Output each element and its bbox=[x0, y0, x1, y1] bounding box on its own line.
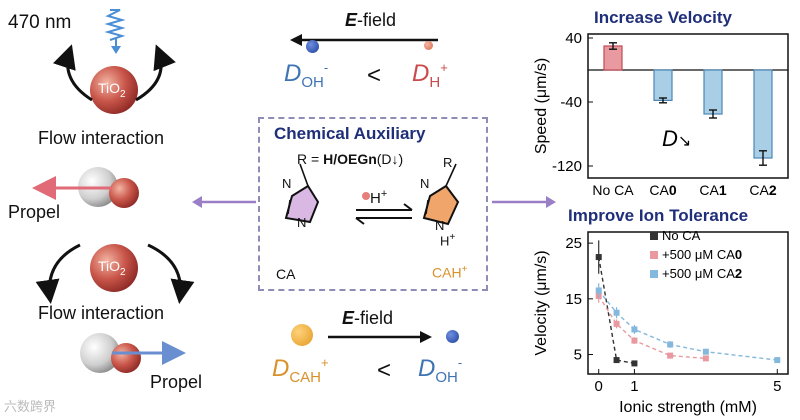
legend-label: +500 μM CA2 bbox=[662, 266, 742, 281]
tio2-sphere-bottom bbox=[90, 244, 138, 292]
data-point bbox=[631, 337, 638, 344]
flow-arrow-bottom-left bbox=[35, 243, 81, 304]
d-cah-label-bottom: DCAH+ bbox=[272, 355, 329, 386]
y-tick-label: -40 bbox=[560, 94, 582, 111]
velocity-annotation: D↘ bbox=[662, 126, 691, 151]
data-point bbox=[702, 355, 709, 362]
d-oh-label-bottom: DOH- bbox=[418, 355, 463, 386]
efield-label-bottom: E-field bbox=[342, 308, 394, 328]
legend-swatch bbox=[650, 270, 658, 278]
nh-plus-label: H+ bbox=[440, 232, 456, 249]
x-tick-label: 1 bbox=[630, 378, 638, 395]
y-tick-label: -120 bbox=[552, 158, 582, 175]
ca-label: CA bbox=[276, 266, 296, 282]
data-point bbox=[613, 357, 620, 364]
wavelength-label: 470 nm bbox=[8, 12, 72, 33]
propel-label-top: Propel bbox=[8, 202, 61, 222]
flow-arrow-top-right bbox=[135, 44, 176, 102]
data-point bbox=[667, 341, 674, 348]
less-than-bottom: < bbox=[377, 357, 392, 384]
janus-particle-white-bottom bbox=[80, 333, 120, 373]
data-point bbox=[774, 357, 781, 364]
propel-label-bottom: Propel bbox=[150, 372, 203, 392]
y-tick-label: 25 bbox=[565, 235, 582, 252]
cah-label: CAH+ bbox=[432, 264, 468, 281]
plot-frame bbox=[587, 33, 789, 179]
data-point bbox=[631, 326, 638, 333]
imidazole-diagram bbox=[284, 163, 460, 226]
x-tick-label: 0 bbox=[595, 378, 603, 395]
y-tick-label: 15 bbox=[565, 291, 582, 308]
formula-line: R = H/OEGn(D↓) bbox=[297, 151, 404, 167]
data-point bbox=[613, 309, 620, 316]
x-tick-label: 5 bbox=[773, 378, 781, 395]
data-point bbox=[595, 254, 602, 261]
legend-label: +500 μM CA0 bbox=[662, 247, 742, 262]
oh-dot-bottom bbox=[446, 330, 459, 343]
data-point bbox=[667, 352, 674, 359]
chemical-auxiliary-title: Chemical Auxiliary bbox=[274, 124, 426, 143]
flow-interaction-label-bottom: Flow interaction bbox=[38, 303, 165, 323]
y-tick-label: 5 bbox=[574, 347, 582, 364]
data-point bbox=[631, 360, 638, 367]
imidazole-ring-cah bbox=[422, 184, 460, 226]
data-point bbox=[702, 348, 709, 355]
x-category-label: CA0 bbox=[649, 182, 676, 198]
y-axis-label: Speed (μm/s) bbox=[533, 58, 550, 154]
x-axis-label: Ionic strength (mM) bbox=[619, 399, 757, 416]
bar bbox=[653, 69, 673, 101]
oh-dot-top bbox=[306, 40, 319, 53]
janus-particle-red-top bbox=[109, 178, 139, 208]
n-atom-cah-bottom: N bbox=[435, 218, 445, 233]
data-point bbox=[595, 287, 602, 294]
legend-swatch bbox=[650, 232, 658, 240]
flow-arrow-top-left bbox=[52, 44, 93, 102]
efield-arrow-bottom bbox=[328, 331, 432, 343]
h-dot-top bbox=[424, 41, 433, 50]
tio2-sphere-top bbox=[90, 66, 138, 114]
y-axis-label: Velocity (μm/s) bbox=[533, 250, 550, 355]
x-category-label: CA1 bbox=[699, 182, 726, 198]
chemical-auxiliary-box bbox=[258, 117, 488, 291]
legend-label: No CA bbox=[662, 228, 701, 243]
x-category-label: No CA bbox=[592, 182, 634, 198]
left-mechanism-graphic bbox=[32, 9, 195, 373]
proton-label: H+ bbox=[370, 188, 388, 207]
series-fit-line bbox=[598, 290, 778, 361]
data-point bbox=[613, 320, 620, 327]
light-wave-icon bbox=[104, 9, 126, 41]
bar bbox=[703, 69, 723, 115]
n-atom-ca-top: N bbox=[282, 176, 292, 191]
n-atom-ca-bottom: N bbox=[297, 215, 307, 230]
flow-interaction-label-top: Flow interaction bbox=[38, 128, 165, 148]
janus-particle-red-bottom bbox=[111, 343, 141, 373]
less-than-top: < bbox=[367, 62, 382, 89]
tio2-label-bottom: TiO2 bbox=[98, 258, 126, 278]
connector-arrow-left bbox=[192, 196, 256, 208]
flow-arrow-bottom-right bbox=[147, 243, 195, 304]
legend-swatch bbox=[650, 251, 658, 259]
efield-label-top: E-field bbox=[345, 10, 397, 30]
bar bbox=[753, 69, 773, 159]
connector-arrow-right bbox=[492, 196, 556, 208]
efield-arrow-top bbox=[290, 34, 438, 46]
y-tick-label: 40 bbox=[565, 30, 582, 47]
tio2-label-top: TiO2 bbox=[98, 80, 126, 100]
n-atom-cah-top: N bbox=[420, 176, 430, 191]
imidazole-ring-ca bbox=[284, 184, 320, 224]
d-oh-label-top: DOH- bbox=[284, 60, 329, 91]
speed-bar-chart: 40 -40 -120 No CA CA0 CA1 CA2 Speed (μm/s) D↘ bbox=[533, 30, 789, 198]
proton-dot bbox=[362, 192, 370, 200]
watermark: 六数跨界 bbox=[4, 399, 57, 414]
cah-dot-bottom bbox=[291, 324, 313, 346]
d-h-label-top: DH+ bbox=[412, 60, 448, 91]
chart-top-title: Increase Velocity bbox=[594, 8, 732, 27]
chart-bottom-title: Improve Ion Tolerance bbox=[568, 206, 749, 225]
plot-frame bbox=[587, 231, 789, 375]
r-label-right: R bbox=[443, 155, 453, 170]
x-category-label: CA2 bbox=[749, 182, 776, 198]
